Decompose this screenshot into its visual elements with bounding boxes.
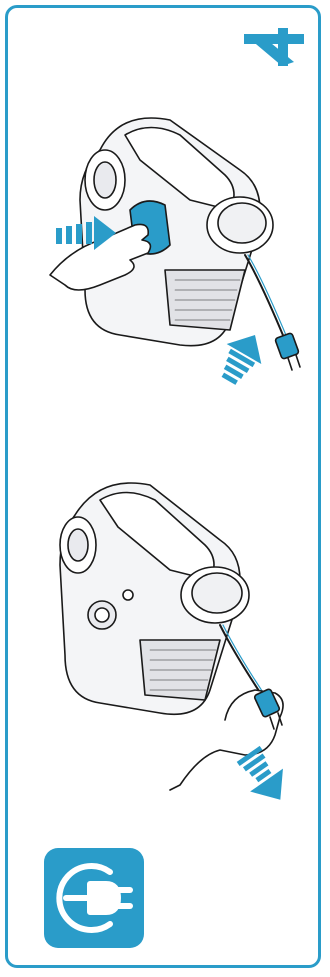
- step-number-icon: [244, 28, 304, 66]
- power-plug-icon: [44, 848, 144, 948]
- remove-plug-illustration: [59, 482, 284, 800]
- insert-plug-illustration: [49, 117, 301, 385]
- step-number-label: 4: [0, 0, 1, 1]
